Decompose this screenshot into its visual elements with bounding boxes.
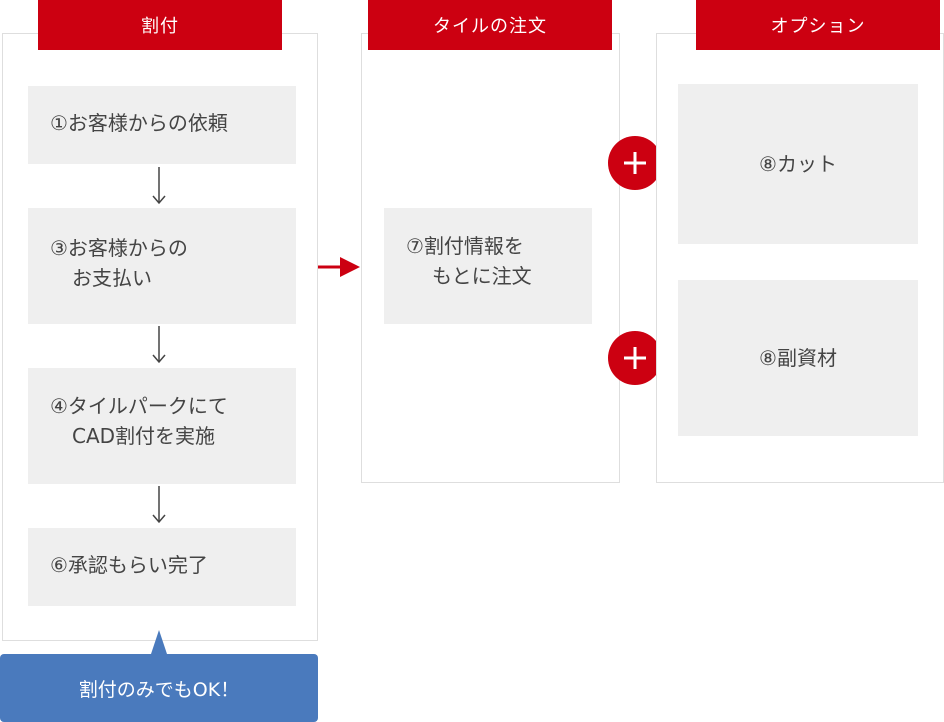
step-request-text: ①お客様からの依頼: [50, 111, 228, 135]
step-approval: ⑥承認もらい完了: [28, 528, 296, 606]
step-order: ⑦割付情報を もとに注文: [384, 208, 592, 324]
step-payment: ③お客様からの お支払い: [28, 208, 296, 324]
order-title: タイルの注文: [433, 16, 547, 37]
step-cut: ⑧カット: [678, 84, 918, 244]
step-payment-line1: ③お客様からの: [50, 236, 188, 260]
step-materials: ⑧副資材: [678, 280, 918, 436]
step-approval-text: ⑥承認もらい完了: [50, 553, 208, 577]
step-cad-line1: ④タイルパークにて: [50, 394, 228, 418]
warituke-header: 割付: [38, 0, 282, 50]
step-cut-text: ⑧カット: [759, 152, 837, 176]
arrow-down-icon: [152, 326, 166, 364]
option-title: オプション: [770, 16, 866, 37]
step-order-line1: ⑦割付情報を: [406, 234, 524, 258]
order-header: タイルの注文: [368, 0, 612, 50]
warituke-title: 割付: [141, 16, 179, 37]
callout-text: 割付のみでもOK！: [78, 678, 240, 701]
option-header: オプション: [696, 0, 940, 50]
step-materials-text: ⑧副資材: [759, 346, 837, 370]
step-order-line2: もとに注文: [432, 264, 532, 288]
step-payment-line2: お支払い: [72, 266, 152, 290]
step-cad-line2: CAD割付を実施: [72, 424, 216, 448]
step-cad: ④タイルパークにて CAD割付を実施: [28, 368, 296, 484]
warituke-only-callout: 割付のみでもOK！: [0, 654, 318, 722]
arrow-down-icon: [152, 167, 166, 205]
arrow-right-icon: [318, 257, 360, 277]
plus-icon: [608, 136, 662, 190]
arrow-down-icon: [152, 486, 166, 524]
plus-icon: [608, 331, 662, 385]
callout-pointer: [151, 630, 167, 654]
step-request: ①お客様からの依頼: [28, 86, 296, 164]
